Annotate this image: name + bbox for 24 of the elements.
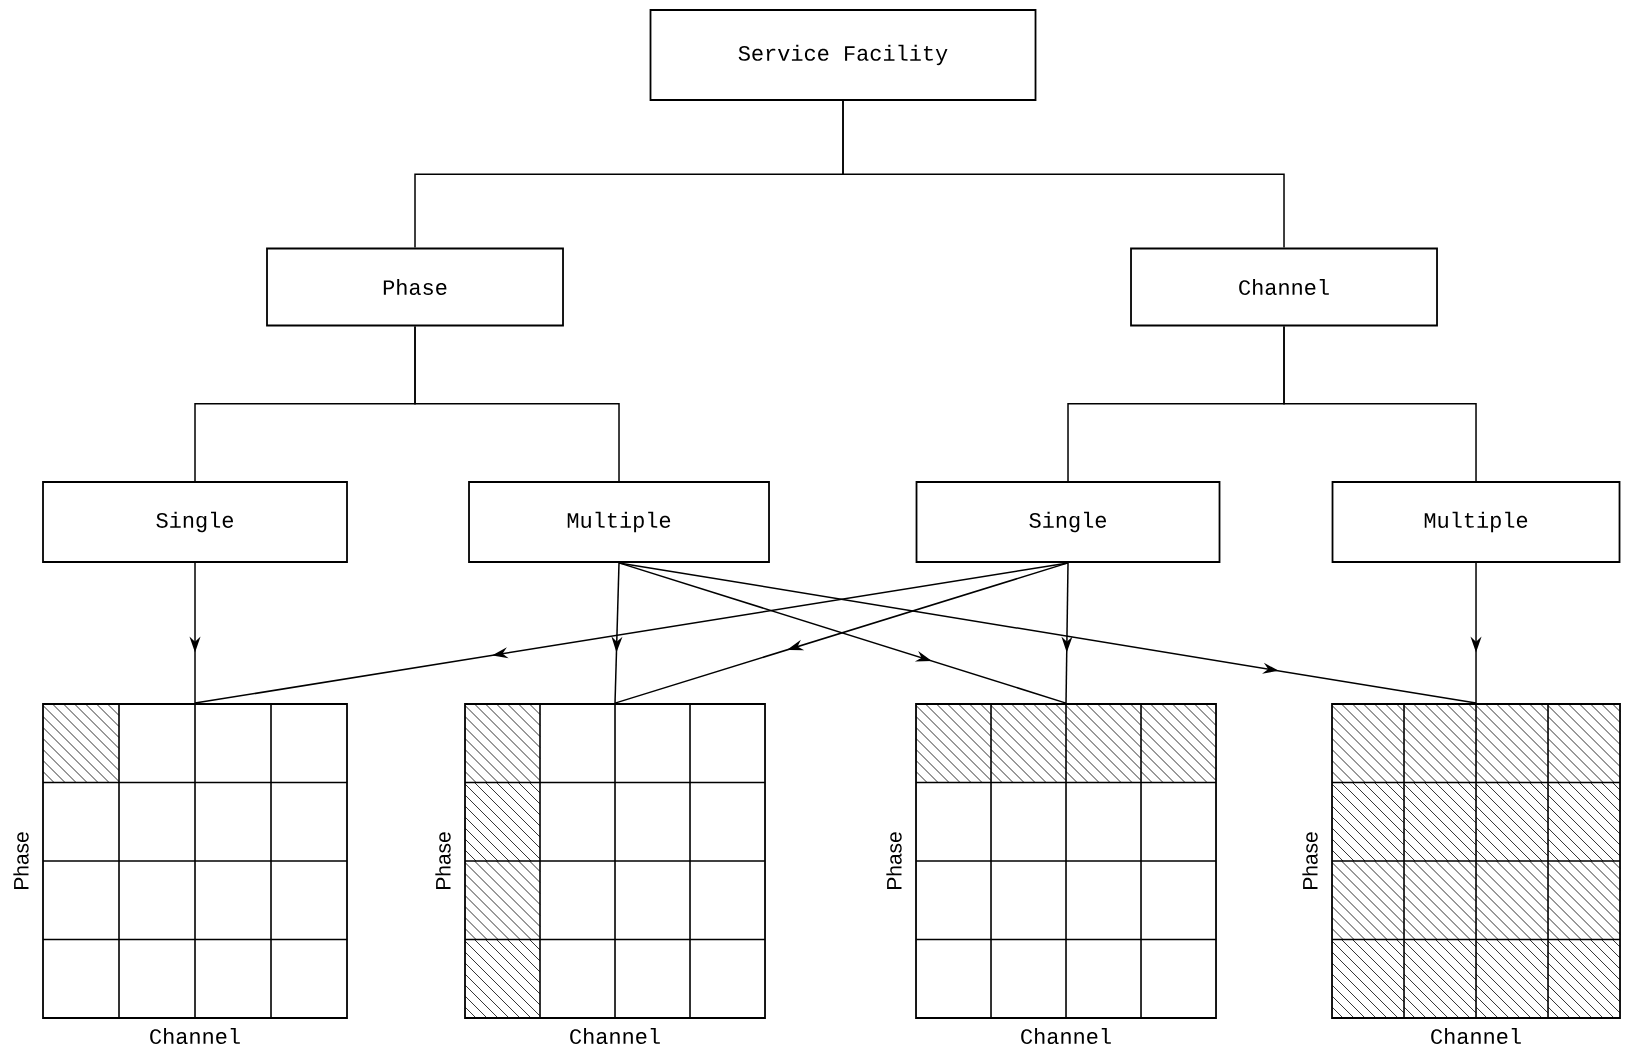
node-label: Phase	[13, 832, 29, 889]
hatched-grid: Phase Channel	[13, 703, 348, 1045]
connector-line	[842, 100, 1285, 249]
arrow	[194, 562, 1069, 704]
arrow	[618, 562, 1477, 704]
node-label: Phase	[886, 832, 902, 889]
node-label: Phase	[435, 832, 451, 889]
category-box: Service Facility	[649, 9, 1037, 101]
category-box: Multiple	[468, 481, 770, 563]
category-box: Single	[915, 481, 1221, 563]
node-label: Channel	[570, 1027, 660, 1045]
hatched-grid: Phase Channel	[435, 703, 766, 1045]
node-label: Channel	[1021, 1027, 1111, 1045]
hatched-grid: Phase Channel	[1302, 703, 1621, 1045]
category-box: Phase	[266, 247, 564, 327]
connector-line	[1283, 325, 1477, 482]
hatched-grid: Phase Channel	[886, 703, 1217, 1045]
node-label: Channel	[1431, 1027, 1521, 1045]
category-box: Multiple	[1331, 481, 1621, 563]
node-label: Channel	[150, 1027, 240, 1045]
node-label: Phase	[1302, 832, 1318, 889]
category-box: Channel	[1130, 247, 1438, 327]
connector-line	[414, 325, 620, 482]
category-box: Single	[42, 481, 348, 563]
